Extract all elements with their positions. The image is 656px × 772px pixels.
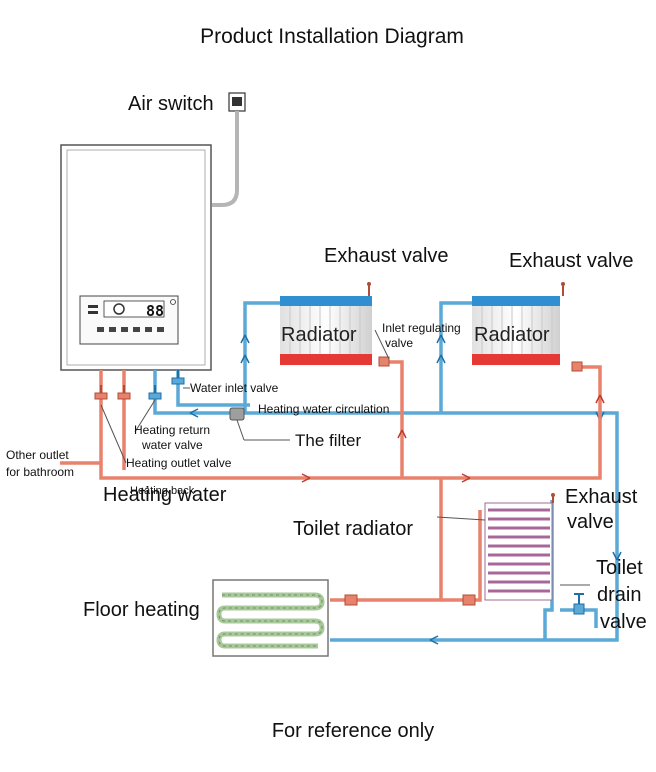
gauge-icon [113, 303, 125, 315]
exhaust-valve-1-label: Exhaust valve [324, 245, 449, 267]
water-inlet-valve-label: Water inlet valve [190, 381, 279, 395]
toilet-radiator-label: Toilet radiator [293, 518, 413, 540]
exhaust-valve-2-icon [561, 282, 565, 296]
toilet-drain-valve-label-2: drain [597, 584, 641, 606]
inlet-regulating-valve-label-2: valve [385, 336, 413, 350]
water-inlet-valve-icon [171, 370, 185, 385]
diagram-title: Product Installation Diagram [200, 25, 464, 48]
inlet-regulating-valve-label-1: Inlet regulating [382, 321, 461, 335]
radiator-2-label: Radiator [474, 324, 550, 346]
heating-return-valve-label-1: Heating return [134, 423, 210, 437]
exhaust-valve-1-icon [367, 282, 371, 296]
heating-water-label: Heating water [103, 484, 227, 506]
radiator-2-valve-icon [571, 361, 583, 372]
floor-valve-2-icon [462, 594, 476, 606]
the-filter-label: The filter [295, 431, 361, 450]
air-switch-label: Air switch [128, 93, 214, 115]
heating-outlet-valve-icon [94, 385, 108, 400]
floor-heating-label: Floor heating [83, 599, 200, 621]
footer-note: For reference only [272, 720, 434, 742]
other-outlet-label-1: Other outlet [6, 448, 69, 462]
boiler-unit: 88 [60, 144, 212, 371]
heating-return-valve-label-2: water valve [141, 438, 203, 452]
air-switch [212, 92, 246, 207]
exhaust-valve-3-label-1: Exhaust [565, 486, 638, 508]
exhaust-valve-3-icon [551, 493, 555, 503]
floor-heating-coil [212, 579, 329, 657]
heating-outlet-valve-label: Heating outlet valve [126, 456, 232, 470]
heating-back-label: Heating back [130, 485, 195, 497]
radiator-2 [472, 296, 560, 365]
floor-valve-1-icon [344, 594, 358, 606]
supply-pipes [60, 360, 602, 602]
display-digits: 88 [146, 302, 164, 320]
exhaust-valve-2-label: Exhaust valve [509, 250, 634, 272]
toilet-drain-valve-label-3: valve [600, 611, 647, 633]
heating-outlet-valve-icon-2 [117, 385, 131, 400]
toilet-radiator [484, 502, 553, 601]
control-buttons [97, 327, 164, 332]
filter-icon [229, 407, 245, 421]
lcd-display [103, 300, 165, 318]
other-outlet-label-2: for bathroom [6, 465, 74, 479]
heating-return-valve-icon [148, 385, 162, 400]
supply-flow-arrows [301, 394, 605, 483]
exhaust-valve-3-label-2: valve [567, 511, 614, 533]
radiator-1-label: Radiator [281, 324, 357, 346]
heating-water-circulation-label: Heating water circulation [258, 402, 389, 416]
toilet-drain-valve-label-1: Toilet [596, 557, 643, 579]
inlet-regulating-valve-icon [378, 356, 390, 367]
toilet-drain-valve-icon [573, 593, 585, 615]
radiator-1 [280, 296, 372, 365]
